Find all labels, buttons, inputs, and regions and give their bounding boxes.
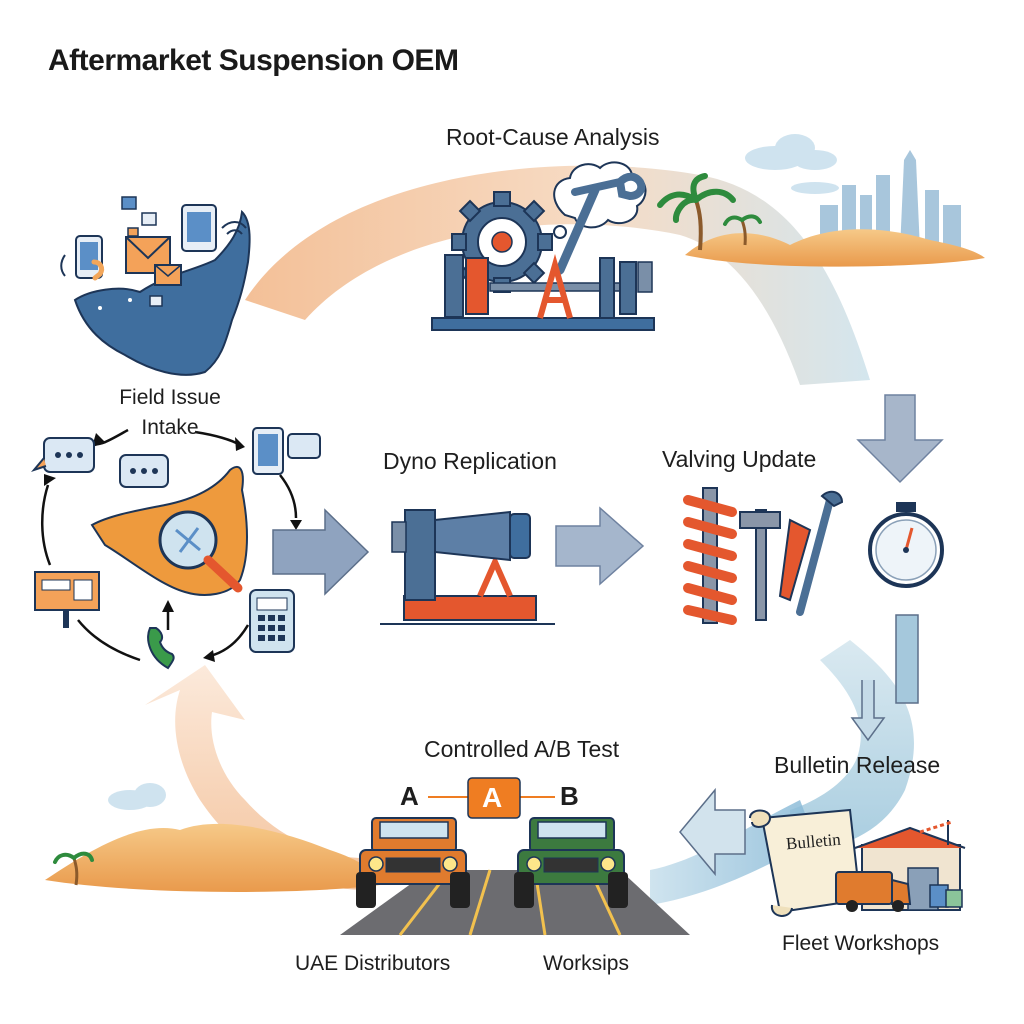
wrench-icon <box>555 172 646 275</box>
palm-tree-bottom-icon <box>53 851 94 886</box>
stage-label-field-issue-line1: Field Issue <box>119 386 221 409</box>
flow-arc-right <box>790 640 914 855</box>
small-device-icons <box>121 196 163 307</box>
arrow-to-valving <box>555 506 645 586</box>
chat-bubble-small-icon <box>119 454 169 488</box>
arrow-down-right <box>856 394 944 484</box>
label-workshops: Worksips <box>543 952 629 975</box>
email-envelope-icon <box>125 236 182 286</box>
arrow-left-bulletin <box>679 787 746 877</box>
test-rig-icon <box>431 253 655 331</box>
cycle-arrowheads <box>44 433 302 662</box>
flow-arc-bottom-left <box>145 665 370 890</box>
ab-label-right: B <box>560 781 579 811</box>
arrow-to-dyno <box>272 508 370 596</box>
wifi-signal-icon <box>60 221 247 277</box>
flow-arc-top <box>245 165 870 385</box>
desert-dunes-bottom <box>45 823 380 892</box>
telephone-handset-icon <box>147 627 175 670</box>
coil-spring-shock-icon <box>683 487 737 625</box>
phone-tablet-icon <box>252 427 321 475</box>
stage-label-field-issue-line2: Intake <box>141 416 199 440</box>
calculator-phone-icon <box>249 589 295 653</box>
stage-label-valving: Valving Update <box>662 446 817 472</box>
palm-tree-icon <box>657 173 762 251</box>
tablet-icon <box>181 204 217 252</box>
label-uae-distributors: UAE Distributors <box>295 952 451 975</box>
van-icon <box>835 871 912 912</box>
magnifier-icon <box>158 510 243 593</box>
cloud-icon <box>745 134 839 194</box>
diagram-title: Aftermarket Suspension OEM <box>48 44 459 77</box>
billboard-icon <box>34 571 100 628</box>
ab-badge <box>467 777 521 819</box>
stage-label-ab-test: Controlled A/B Test <box>424 736 620 762</box>
desert-dunes <box>685 229 985 267</box>
stage-label-bulletin-release: Bulletin Release <box>774 752 941 778</box>
ab-label-left: A <box>400 781 419 811</box>
tools-icon <box>739 490 844 621</box>
stage-label-root-cause: Root-Cause Analysis <box>446 124 660 150</box>
stage-label-field-issue: Field Issue Intake <box>108 386 232 440</box>
parts-crates-icon <box>929 884 963 908</box>
arrow-down-lower <box>850 614 919 742</box>
stopwatch-icon <box>868 502 944 588</box>
truck-green-icon <box>514 817 628 908</box>
truck-orange-icon <box>356 817 470 908</box>
smartphone-icon <box>75 235 105 281</box>
cloud-bottom-icon <box>108 783 166 810</box>
dyno-machine-icon <box>380 509 555 625</box>
stage-label-fleet: Fleet Workshops <box>782 932 940 955</box>
chat-bubble-icon <box>30 437 95 473</box>
stage-label-dyno: Dyno Replication <box>383 448 557 474</box>
ab-badge-label: A <box>482 782 503 813</box>
